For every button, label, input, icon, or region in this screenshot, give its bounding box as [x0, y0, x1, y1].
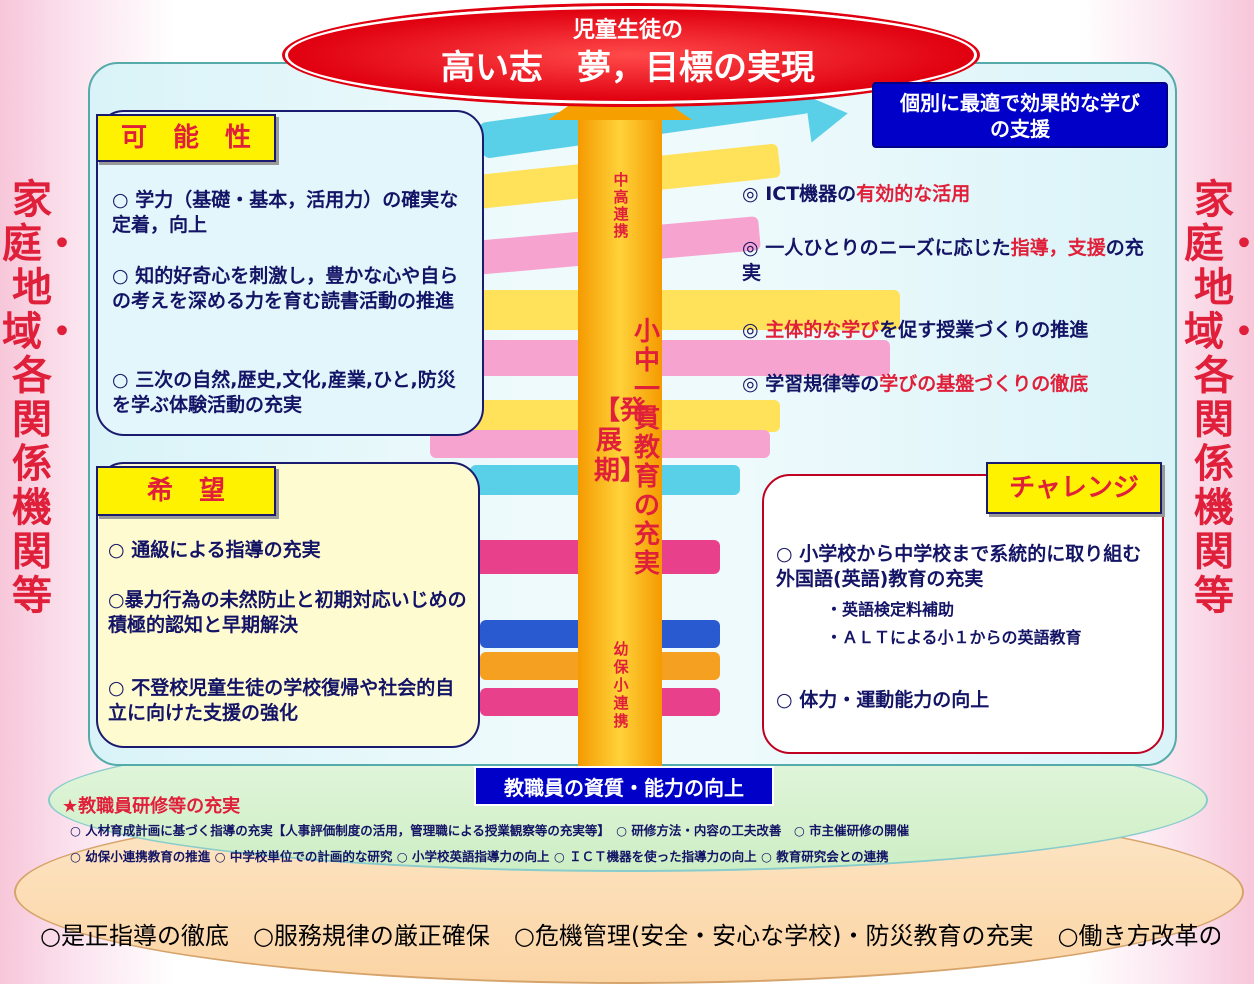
- challenge-title: チャレンジ: [986, 462, 1162, 514]
- staff-row1: ○ 人材育成計画に基づく指導の充実【人事評価制度の活用，管理職による授業観察等の…: [70, 823, 910, 838]
- challenge-subitem: ・ＡＬＴによる小１からの英語教育: [826, 628, 1082, 647]
- challenge-item: ○ 小学校から中学校まで系統的に取り組む外国語(英語)教育の充実: [776, 543, 1142, 590]
- kibou-item: ○暴力行為の未然防止と初期対応いじめの積極的認知と早期解決: [108, 589, 467, 636]
- challenge-item: ○ 体力・運動能力の向上: [776, 689, 990, 711]
- kanousei-item: ○ 学力（基礎・基本，活用力）の確実な定着，向上: [112, 189, 459, 236]
- footer-text: ○是正指導の徹底 ○服務規律の厳正確保 ○危機管理(安全・安心な学校)・防災教育…: [40, 922, 1220, 950]
- support-item: ◎ 学習規律等の学びの基盤づくりの徹底: [742, 373, 1089, 395]
- challenge-subitem: ・英語検定料補助: [826, 600, 955, 619]
- kanousei-item: ○ 三次の自然,歴史,文化,産業,ひと,防災を学ぶ体験活動の充実: [112, 369, 456, 416]
- kanousei-item: ○ 知的好奇心を刺激し，豊かな心や自らの考えを深める力を育む読書活動の推進: [112, 265, 459, 312]
- challenge-panel: [762, 474, 1164, 754]
- kanousei-panel: [96, 110, 484, 436]
- kibou-item: ○ 不登校児童生徒の学校復帰や社会的自立に向けた支援の強化: [108, 677, 455, 724]
- goal-line1: 児童生徒の: [572, 18, 683, 43]
- spiral-arrow-head: [804, 89, 852, 143]
- goal-line2: 高い志 夢，目標の実現: [441, 48, 815, 88]
- center-phase-text: 【発展期】: [594, 396, 647, 486]
- center-main-text: 小中一貫教育の充実: [633, 317, 660, 579]
- support-item: ◎ 一人ひとりのニーズに応じた指導，支援の充実: [742, 237, 1144, 284]
- side-label-left: 家庭・地域・各関係機関等: [2, 176, 82, 619]
- support-header: [872, 82, 1168, 148]
- staff-banner: 教職員の資質・能力の向上: [474, 766, 774, 806]
- kibou-item: ○ 通級による指導の充実: [108, 539, 321, 561]
- center-arrow-shaft: [578, 118, 662, 768]
- side-label-right: 家庭・地域・各関係機関等: [1184, 176, 1254, 619]
- support-header-text: 個別に最適で効果的な学びの支援: [900, 91, 1140, 141]
- link-chuko: 中高連携: [613, 171, 629, 240]
- support-item: ◎ 主体的な学びを促す授業づくりの推進: [742, 319, 1089, 341]
- staff-row2: ○ 幼保小連携教育の推進 ○ 中学校単位での計画的な研究 ○ 小学校英語指導力の…: [70, 849, 889, 864]
- support-item: ◎ ICT機器の有効的な活用: [742, 183, 971, 205]
- kanousei-title: 可 能 性: [96, 114, 276, 162]
- staff-heading: ★教職員研修等の充実: [62, 796, 241, 817]
- goal-ellipse: [285, 6, 977, 104]
- kibou-title: 希 望: [96, 466, 276, 516]
- link-youhosho: 幼保小連携: [613, 640, 629, 730]
